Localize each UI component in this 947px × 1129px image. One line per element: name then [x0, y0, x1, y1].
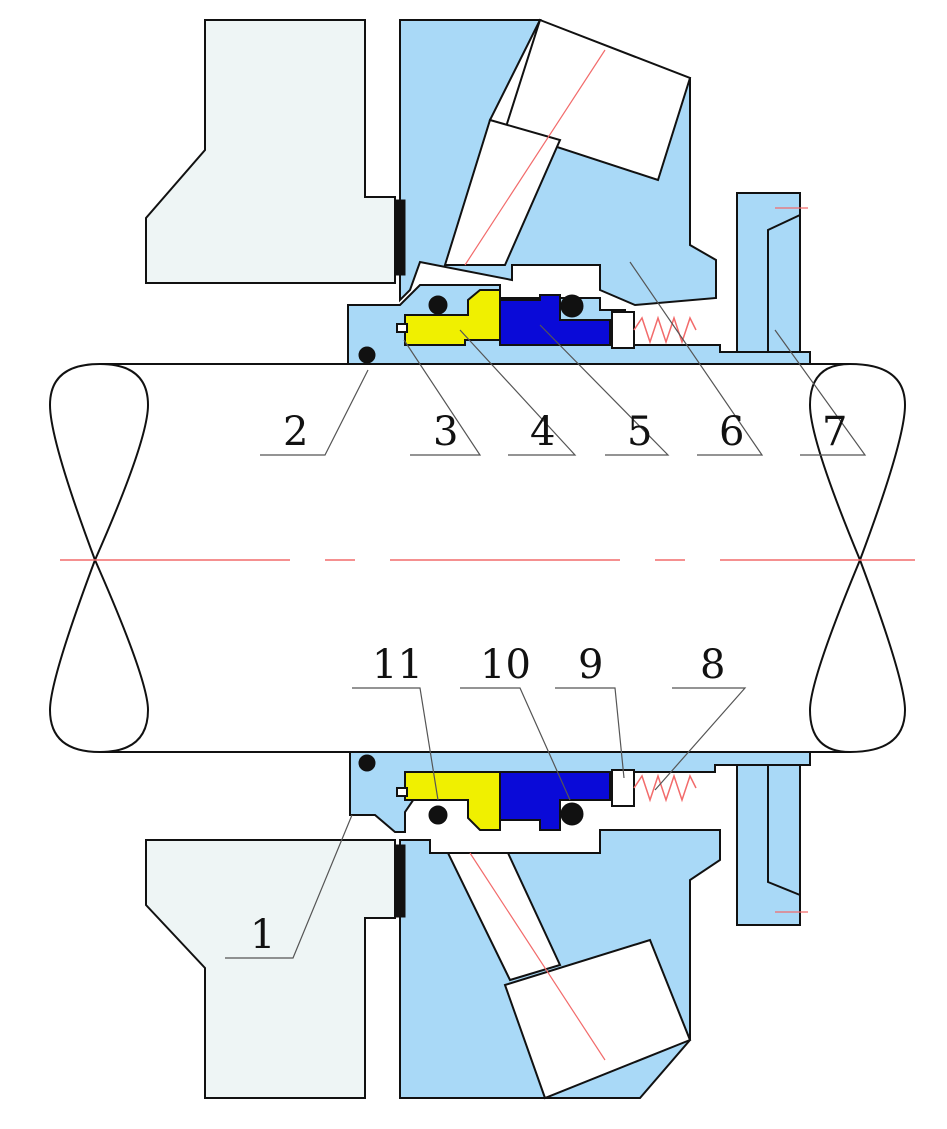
leader-1	[225, 814, 353, 959]
o-ring-rotating-upper	[560, 294, 584, 318]
leader-6	[629, 261, 764, 456]
callout-3: 3	[433, 409, 458, 455]
leader-3	[403, 339, 482, 456]
pump-casing-lower	[145, 839, 396, 1099]
stationary-ring-lower	[404, 771, 501, 831]
callout-10: 10	[480, 642, 531, 688]
callout-5: 5	[627, 409, 652, 455]
pump-casing-upper	[145, 19, 396, 284]
stationary-ring	[404, 289, 501, 831]
set-collar-lower-recess	[767, 765, 801, 896]
springs	[396, 311, 697, 807]
o-ring-stationary-upper	[428, 295, 448, 315]
pin-upper	[396, 323, 408, 333]
rotating-ring	[499, 294, 611, 831]
callout-labels: 2 3 4 5 6 7 11 10 9 8 1	[250, 409, 847, 958]
rotating-ring-lower	[499, 771, 611, 831]
set-collar-upper-recess	[767, 214, 801, 352]
pump-casing	[145, 19, 396, 1099]
spring-lower	[633, 773, 697, 803]
leader-4	[459, 329, 577, 456]
leader-2	[260, 369, 369, 456]
leader-7	[774, 329, 867, 456]
callout-11: 11	[372, 642, 423, 688]
callout-7: 7	[822, 409, 847, 455]
leader-lines	[225, 261, 867, 959]
spring-seat-lower	[611, 769, 635, 807]
o-ring-shaft-upper	[358, 346, 376, 364]
callout-9: 9	[578, 642, 603, 688]
set-collar	[736, 192, 801, 926]
gasket-lower	[394, 844, 406, 918]
bolt-upper-shank	[443, 118, 562, 266]
o-ring-rotating-lower	[560, 802, 584, 826]
callout-4: 4	[530, 409, 555, 455]
callout-6: 6	[719, 409, 744, 455]
rotating-ring-upper	[499, 294, 611, 346]
callout-2: 2	[283, 409, 308, 455]
leader-11	[352, 687, 439, 801]
leader-9	[555, 687, 625, 779]
leader-10	[460, 687, 571, 801]
bolt-axis-upper	[464, 49, 606, 266]
gasket-upper	[394, 199, 406, 276]
callout-1: 1	[250, 912, 275, 958]
bolt-axis-lower	[469, 852, 606, 1061]
pin-lower	[396, 787, 408, 797]
spring-upper	[633, 315, 697, 345]
o-rings	[358, 199, 584, 918]
spring-seat-upper	[611, 311, 635, 349]
callout-8: 8	[700, 642, 725, 688]
centerlines	[60, 49, 915, 1061]
shaft	[48, 363, 907, 753]
leader-5	[539, 324, 670, 456]
o-ring-shaft-lower	[358, 754, 376, 772]
bolt-lower	[503, 938, 692, 1100]
o-ring-stationary-lower	[428, 805, 448, 825]
leader-8	[654, 687, 747, 791]
shaft-body	[48, 363, 907, 753]
